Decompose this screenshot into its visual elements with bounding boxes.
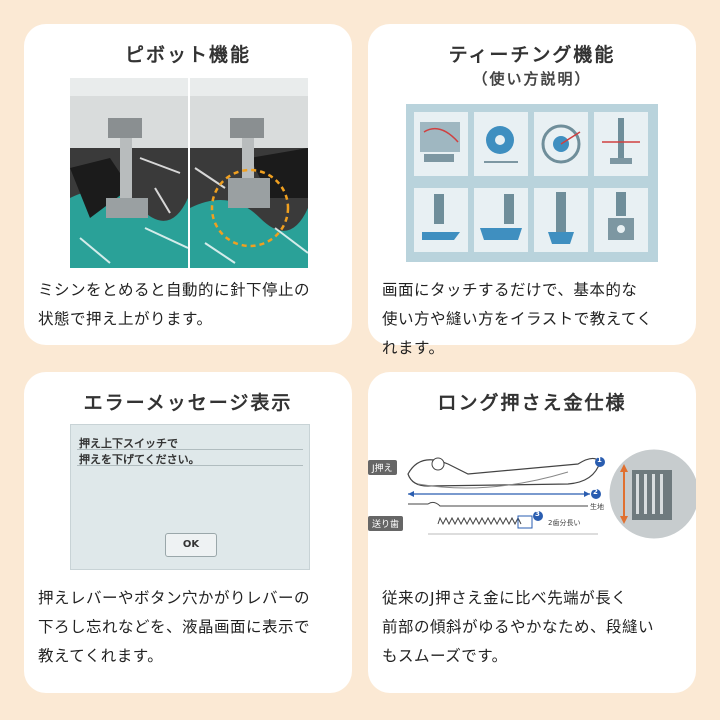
- pivot-desc-line: 状態で押え上がります。: [38, 310, 213, 328]
- illustration-bobbin-case: [534, 112, 588, 176]
- teaching-subtitle: （使い方説明）: [472, 70, 592, 88]
- illustration-foot-4: [594, 188, 648, 252]
- teaching-title: ティーチング機能: [448, 44, 616, 66]
- illustration-bobbin-winding: [474, 112, 528, 176]
- pivot-desc-line: ミシンをとめると自動的に針下停止の: [38, 281, 311, 299]
- tag-j-foot: J押え: [368, 460, 397, 475]
- lcd-message-line: 押え上下スイッチで: [79, 437, 178, 450]
- marker-1: 1: [597, 456, 602, 464]
- pivot-photo-left: [70, 78, 188, 268]
- foot-desc-line: 従来のJ押さえ金に比べ先端が長く: [382, 589, 628, 607]
- presser-foot-diagram: J押え 送り歯: [368, 424, 696, 574]
- pivot-photo-right: [190, 78, 308, 268]
- teaching-desc-line: れます。: [382, 339, 445, 357]
- label-two-teeth-longer: 2歯分長い: [548, 519, 581, 527]
- illustration-needle: [594, 112, 648, 176]
- error-message-card: エラーメッセージ表示 押え上下スイッチで 押えを下げてください。 OK 押えレバ…: [24, 372, 352, 693]
- foot-title: ロング押さえ金仕様: [437, 392, 627, 414]
- pivot-function-card: ピボット機能: [24, 24, 352, 345]
- foot-desc-line: 前部の傾斜がゆるやかなため、段縫い: [382, 618, 655, 636]
- error-desc-line: 下ろし忘れなどを、液晶画面に表示で: [38, 618, 311, 636]
- teaching-function-card: ティーチング機能 （使い方説明） 画面にタッチするだけで、基本的な 使い方や縫い…: [368, 24, 696, 357]
- tag-feed-dog: 送り歯: [368, 516, 404, 531]
- error-desc-line: 押えレバーやボタン穴かがりレバーの: [38, 589, 311, 607]
- pivot-title: ピボット機能: [124, 44, 251, 66]
- teaching-description: 画面にタッチするだけで、基本的な 使い方や縫い方をイラストで教えてく れます。: [382, 276, 686, 363]
- lcd-message-line: 押えを下げてください。: [79, 453, 200, 466]
- illustration-foot-1: [414, 188, 468, 252]
- error-desc-line: 教えてくれます。: [38, 647, 164, 665]
- presser-foot-drawing: [407, 446, 696, 542]
- error-description: 押えレバーやボタン穴かがりレバーの 下ろし忘れなどを、液晶画面に表示で 教えてく…: [38, 584, 342, 671]
- marker-3: 3: [535, 510, 540, 518]
- ok-button[interactable]: OK: [165, 533, 217, 557]
- lcd-divider: [77, 449, 303, 450]
- lcd-screen: 押え上下スイッチで 押えを下げてください。 OK: [70, 424, 310, 570]
- teaching-illustration-panel: [406, 104, 658, 262]
- marker-2: 2: [593, 488, 598, 496]
- illustration-foot-3: [534, 188, 588, 252]
- foot-description: 従来のJ押さえ金に比べ先端が長く 前部の傾斜がゆるやかなため、段縫い もスムーズ…: [382, 584, 686, 671]
- lcd-divider: [77, 465, 303, 466]
- foot-desc-line: もスムーズです。: [382, 647, 508, 665]
- error-title: エラーメッセージ表示: [83, 392, 293, 414]
- illustration-foot-2: [474, 188, 528, 252]
- illustration-threading: [414, 112, 468, 176]
- label-fabric: 生地: [590, 503, 604, 511]
- pivot-photo: [70, 78, 308, 268]
- teaching-desc-line: 使い方や縫い方をイラストで教えてく: [382, 310, 653, 328]
- teaching-desc-line: 画面にタッチするだけで、基本的な: [382, 281, 638, 299]
- long-presser-foot-card: ロング押さえ金仕様 J押え 送り歯: [368, 372, 696, 693]
- pivot-description: ミシンをとめると自動的に針下停止の 状態で押え上がります。: [38, 276, 342, 334]
